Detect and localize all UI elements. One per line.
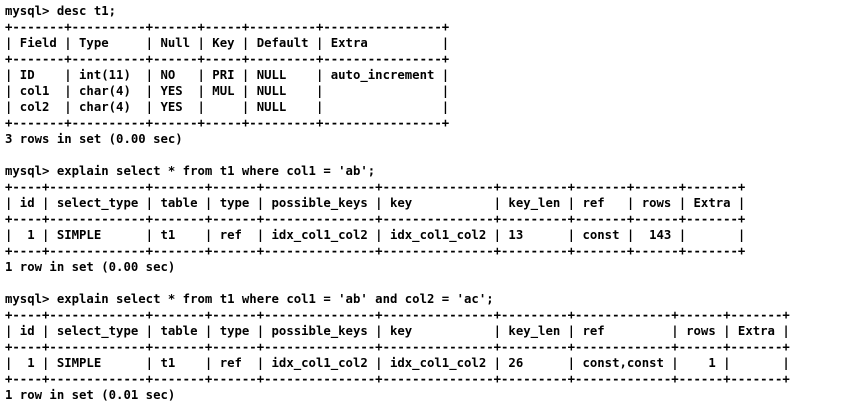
prompt-desc-command: mysql> desc t1;: [5, 4, 117, 18]
result-summary-3: 1 row in set (0.01 sec): [5, 388, 176, 401]
table3-border-header: +----+-------------+-------+------+-----…: [5, 340, 790, 354]
table1-row-col1: | col1 | char(4) | YES | MUL | NULL | |: [5, 84, 450, 98]
table2-border-bottom: +----+-------------+-------+------+-----…: [5, 244, 746, 258]
prompt-explain-command-2: mysql> explain select * from t1 where co…: [5, 292, 494, 306]
table1-border-bottom: +-------+----------+------+-----+-------…: [5, 116, 450, 130]
table3-border-bottom: +----+-------------+-------+------+-----…: [5, 372, 790, 386]
result-summary-2: 1 row in set (0.00 sec): [5, 260, 176, 274]
table2-header-row: | id | select_type | table | type | poss…: [5, 196, 746, 210]
table1-header-row: | Field | Type | Null | Key | Default | …: [5, 36, 450, 50]
table3-border-top: +----+-------------+-------+------+-----…: [5, 308, 790, 322]
table3-data-row: | 1 | SIMPLE | t1 | ref | idx_col1_col2 …: [5, 356, 790, 370]
table2-data-row: | 1 | SIMPLE | t1 | ref | idx_col1_col2 …: [5, 228, 746, 242]
table2-border-header: +----+-------------+-------+------+-----…: [5, 212, 746, 226]
table1-row-id: | ID | int(11) | NO | PRI | NULL | auto_…: [5, 68, 450, 82]
table1-border-header: +-------+----------+------+-----+-------…: [5, 52, 450, 66]
blank-line: [5, 147, 853, 163]
table2-border-top: +----+-------------+-------+------+-----…: [5, 180, 746, 194]
prompt-explain-command-1: mysql> explain select * from t1 where co…: [5, 164, 376, 178]
result-summary-1: 3 rows in set (0.00 sec): [5, 132, 183, 146]
table1-border-top: +-------+----------+------+-----+-------…: [5, 20, 450, 34]
table1-row-col2: | col2 | char(4) | YES | | NULL | |: [5, 100, 450, 114]
blank-line: [5, 275, 853, 291]
table3-header-row: | id | select_type | table | type | poss…: [5, 324, 790, 338]
